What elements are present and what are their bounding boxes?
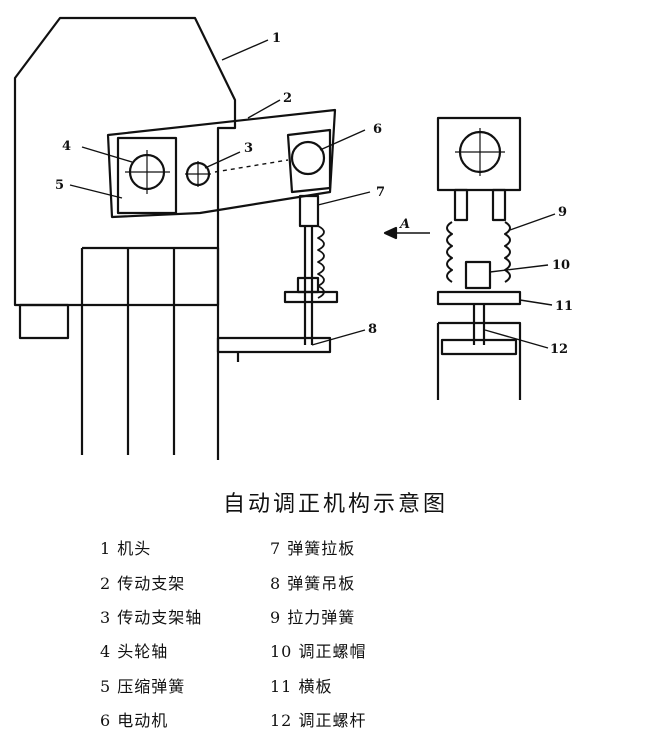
legend-row: 4 头轮轴 10 调正螺帽 — [100, 633, 430, 667]
callout-4: 4 — [62, 139, 71, 154]
callout-5: 5 — [55, 178, 64, 193]
transmission-bracket — [106, 108, 337, 219]
callout-3: 3 — [244, 141, 253, 156]
legend-row: 6 电动机 12 调正螺杆 — [100, 702, 430, 736]
spring-pull-plate — [298, 194, 320, 228]
cross-plate — [436, 290, 522, 306]
legend-item: 2 传动支架 — [100, 573, 186, 593]
tension-spring-view-a-right — [504, 221, 511, 283]
legend-item: 6 电动机 — [100, 711, 169, 731]
legend-item: 9 拉力弹簧 — [270, 607, 356, 627]
callout-6: 6 — [373, 122, 382, 137]
callout-12: 12 — [550, 342, 568, 357]
machine-head — [13, 16, 237, 307]
view-a-base — [436, 321, 522, 400]
motor-circle — [290, 140, 326, 176]
legend-item: 7 弹簧拉板 — [270, 539, 356, 559]
legend-row: 5 压缩弹簧 11 横板 — [100, 668, 430, 702]
callout-7: 7 — [376, 185, 385, 200]
legend-item: 1 机头 — [100, 539, 152, 559]
head-bottom-block — [18, 303, 70, 340]
legend-item: 12 调正螺杆 — [270, 711, 367, 731]
frame-column — [80, 246, 220, 460]
legend-item: 3 传动支架轴 — [100, 607, 203, 627]
callout-11: 11 — [555, 299, 573, 314]
legend-item: 4 头轮轴 — [100, 642, 169, 662]
callout-2: 2 — [283, 91, 292, 106]
head-pulley-plate — [116, 136, 178, 215]
parts-legend: 1 机头 7 弹簧拉板 2 传动支架 8 弹簧吊板 3 传动支架轴 9 拉力弹簧… — [100, 530, 430, 736]
legend-item: 10 调正螺帽 — [270, 642, 367, 662]
legend-row: 2 传动支架 8 弹簧吊板 — [100, 564, 430, 598]
motor-body — [286, 128, 332, 194]
diagram-caption: 自动调正机构示意图 — [222, 492, 448, 517]
legend-item: 11 横板 — [270, 676, 333, 696]
view-a-label: A — [398, 217, 410, 232]
legend-item: 8 弹簧吊板 — [270, 573, 356, 593]
legend-row: 1 机头 7 弹簧拉板 — [100, 530, 430, 564]
view-a-head-plate — [436, 116, 522, 192]
legend-row: 3 传动支架轴 9 拉力弹簧 — [100, 599, 430, 633]
adjusting-nut — [464, 260, 492, 290]
legend-item: 5 压缩弹簧 — [100, 676, 186, 696]
callout-1: 1 — [272, 31, 281, 46]
tension-spring-view-a-left — [446, 221, 453, 283]
callout-9: 9 — [558, 205, 567, 220]
callout-10: 10 — [552, 258, 570, 273]
callout-8: 8 — [368, 322, 377, 337]
mechanism-diagram: 1 2 3 4 5 6 7 8 9 10 11 12 A — [13, 16, 573, 460]
spring-hanger-plate — [216, 336, 332, 354]
